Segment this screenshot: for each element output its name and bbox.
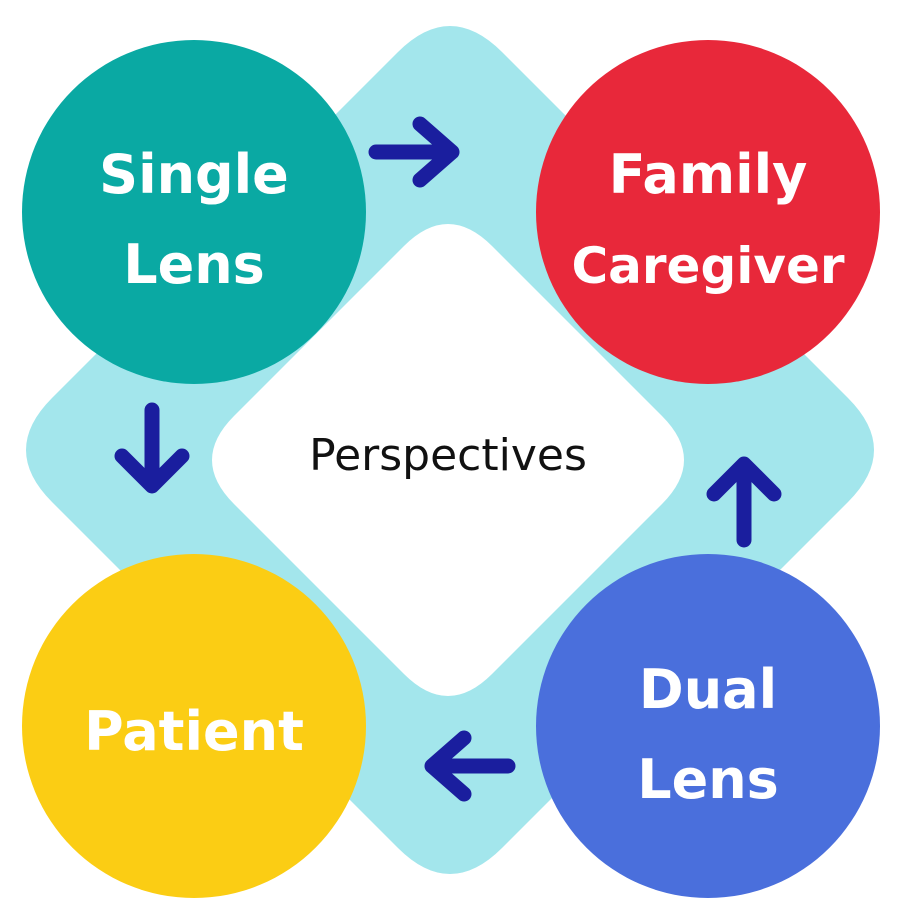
node-dual-lens: Dual Lens <box>536 554 880 898</box>
patient-label: Patient <box>84 700 304 763</box>
patient-circle <box>22 554 366 898</box>
single-lens-label-line2: Lens <box>123 233 265 296</box>
family-caregiver-circle <box>536 40 880 384</box>
node-patient: Patient <box>22 554 366 898</box>
center-diamond <box>212 224 684 696</box>
node-family-caregiver: Family Caregiver <box>536 40 880 384</box>
family-caregiver-label-line2: Caregiver <box>571 237 844 295</box>
dual-lens-circle <box>536 554 880 898</box>
center-label: Perspectives <box>309 430 587 481</box>
arrow-single-to-family <box>368 116 460 188</box>
arrow-dual-to-family <box>706 456 782 548</box>
arrow-down-icon <box>114 402 190 494</box>
node-single-lens: Single Lens <box>22 40 366 384</box>
single-lens-label-line1: Single <box>99 143 289 206</box>
arrow-left-icon <box>424 730 516 802</box>
arrow-up-icon <box>706 456 782 548</box>
arrow-single-to-patient <box>114 402 190 494</box>
single-lens-circle <box>22 40 366 384</box>
dual-lens-label-line1: Dual <box>639 658 777 721</box>
arrow-right-icon <box>368 116 460 188</box>
dual-lens-label-line2: Lens <box>637 748 779 811</box>
family-caregiver-label-line1: Family <box>609 143 808 206</box>
arrow-dual-to-patient <box>424 730 516 802</box>
